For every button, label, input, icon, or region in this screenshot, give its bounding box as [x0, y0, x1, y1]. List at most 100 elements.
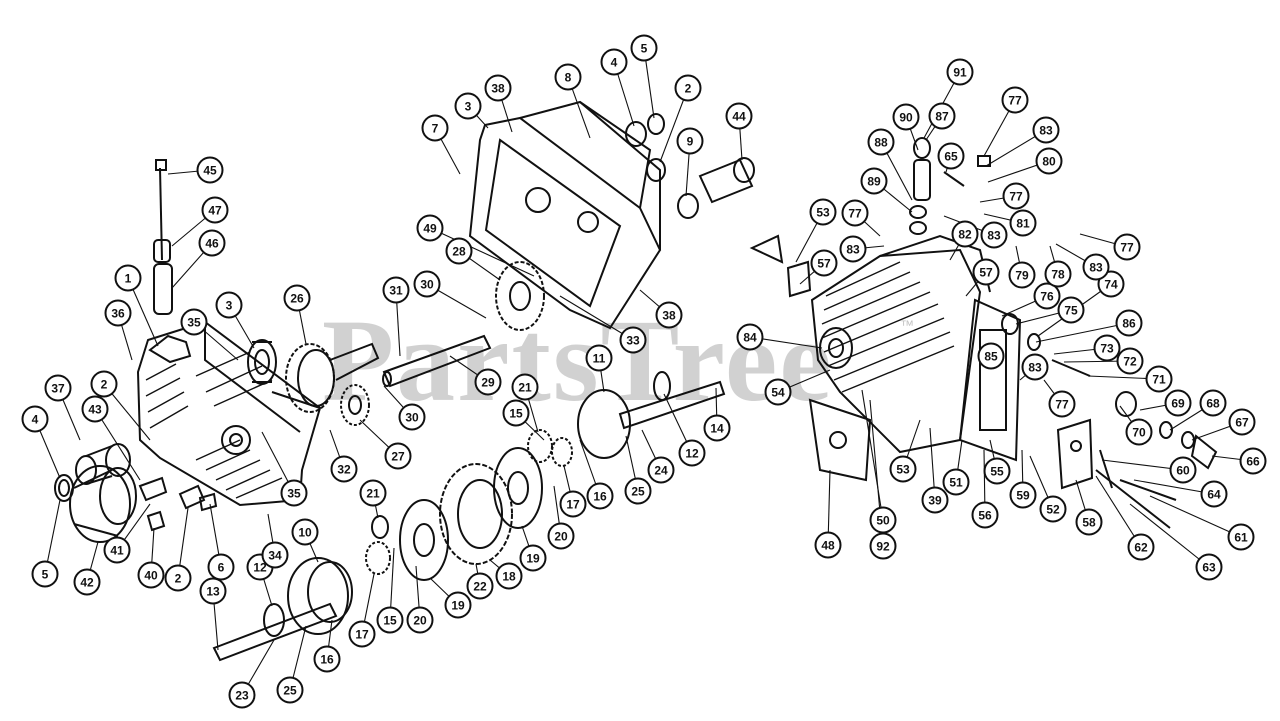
callout-part-71[interactable]: 71 [1145, 365, 1173, 393]
callout-part-1[interactable]: 1 [114, 264, 142, 292]
callout-part-16[interactable]: 16 [586, 482, 614, 510]
callout-part-90[interactable]: 90 [892, 103, 920, 131]
callout-part-3[interactable]: 3 [454, 92, 482, 120]
callout-part-52[interactable]: 52 [1039, 495, 1067, 523]
callout-part-18[interactable]: 18 [495, 562, 523, 590]
callout-part-60[interactable]: 60 [1169, 456, 1197, 484]
callout-part-69[interactable]: 69 [1164, 389, 1192, 417]
callout-part-45[interactable]: 45 [196, 156, 224, 184]
callout-part-83[interactable]: 83 [839, 235, 867, 263]
callout-part-57[interactable]: 57 [972, 258, 1000, 286]
callout-part-50[interactable]: 50 [869, 506, 897, 534]
callout-part-83[interactable]: 83 [1082, 253, 1110, 281]
callout-part-54[interactable]: 54 [764, 378, 792, 406]
callout-part-65[interactable]: 65 [937, 142, 965, 170]
callout-part-70[interactable]: 70 [1125, 418, 1153, 446]
callout-part-55[interactable]: 55 [983, 457, 1011, 485]
callout-part-43[interactable]: 43 [81, 395, 109, 423]
callout-part-47[interactable]: 47 [201, 196, 229, 224]
callout-part-19[interactable]: 19 [444, 591, 472, 619]
callout-part-32[interactable]: 32 [330, 455, 358, 483]
callout-part-86[interactable]: 86 [1115, 309, 1143, 337]
callout-part-39[interactable]: 39 [921, 486, 949, 514]
callout-part-41[interactable]: 41 [103, 536, 131, 564]
callout-part-53[interactable]: 53 [889, 455, 917, 483]
callout-part-73[interactable]: 73 [1093, 334, 1121, 362]
callout-part-83[interactable]: 83 [980, 221, 1008, 249]
callout-part-15[interactable]: 15 [376, 606, 404, 634]
callout-part-38[interactable]: 38 [484, 74, 512, 102]
callout-part-20[interactable]: 20 [406, 606, 434, 634]
callout-part-12[interactable]: 12 [678, 439, 706, 467]
callout-part-14[interactable]: 14 [703, 414, 731, 442]
callout-part-77[interactable]: 77 [1048, 390, 1076, 418]
callout-part-74[interactable]: 74 [1097, 270, 1125, 298]
callout-part-83[interactable]: 83 [1021, 353, 1049, 381]
callout-part-10[interactable]: 10 [291, 518, 319, 546]
callout-part-75[interactable]: 75 [1057, 296, 1085, 324]
callout-part-17[interactable]: 17 [348, 620, 376, 648]
callout-part-27[interactable]: 27 [384, 442, 412, 470]
callout-part-58[interactable]: 58 [1075, 508, 1103, 536]
callout-part-6[interactable]: 6 [207, 553, 235, 581]
callout-part-68[interactable]: 68 [1199, 389, 1227, 417]
callout-part-36[interactable]: 36 [104, 299, 132, 327]
callout-part-25[interactable]: 25 [624, 477, 652, 505]
callout-part-26[interactable]: 26 [283, 284, 311, 312]
callout-part-77[interactable]: 77 [1001, 86, 1029, 114]
callout-part-61[interactable]: 61 [1227, 523, 1255, 551]
callout-part-2[interactable]: 2 [90, 370, 118, 398]
callout-part-20[interactable]: 20 [547, 522, 575, 550]
callout-part-31[interactable]: 31 [382, 276, 410, 304]
callout-part-4[interactable]: 4 [21, 405, 49, 433]
callout-part-37[interactable]: 37 [44, 374, 72, 402]
callout-part-49[interactable]: 49 [416, 214, 444, 242]
callout-part-38[interactable]: 38 [655, 301, 683, 329]
callout-part-89[interactable]: 89 [860, 167, 888, 195]
callout-part-16[interactable]: 16 [313, 645, 341, 673]
callout-part-4[interactable]: 4 [600, 48, 628, 76]
callout-part-72[interactable]: 72 [1116, 347, 1144, 375]
callout-part-28[interactable]: 28 [445, 237, 473, 265]
callout-part-19[interactable]: 19 [519, 544, 547, 572]
callout-part-34[interactable]: 34 [261, 541, 289, 569]
callout-part-44[interactable]: 44 [725, 102, 753, 130]
callout-part-33[interactable]: 33 [619, 326, 647, 354]
callout-part-87[interactable]: 87 [928, 102, 956, 130]
callout-part-84[interactable]: 84 [736, 323, 764, 351]
callout-part-83[interactable]: 83 [1032, 116, 1060, 144]
callout-part-15[interactable]: 15 [502, 399, 530, 427]
callout-part-57[interactable]: 57 [810, 249, 838, 277]
callout-part-67[interactable]: 67 [1228, 408, 1256, 436]
callout-part-91[interactable]: 91 [946, 58, 974, 86]
callout-part-77[interactable]: 77 [1002, 182, 1030, 210]
callout-part-29[interactable]: 29 [474, 368, 502, 396]
callout-part-11[interactable]: 11 [585, 344, 613, 372]
callout-part-76[interactable]: 76 [1033, 282, 1061, 310]
callout-part-24[interactable]: 24 [647, 456, 675, 484]
callout-part-85[interactable]: 85 [977, 342, 1005, 370]
callout-part-88[interactable]: 88 [867, 128, 895, 156]
callout-part-35[interactable]: 35 [180, 308, 208, 336]
callout-part-22[interactable]: 22 [466, 572, 494, 600]
callout-part-59[interactable]: 59 [1009, 481, 1037, 509]
callout-part-9[interactable]: 9 [676, 127, 704, 155]
callout-part-5[interactable]: 5 [31, 560, 59, 588]
callout-part-82[interactable]: 82 [951, 220, 979, 248]
callout-part-35[interactable]: 35 [280, 479, 308, 507]
callout-part-25[interactable]: 25 [276, 676, 304, 704]
callout-part-13[interactable]: 13 [199, 577, 227, 605]
callout-part-3[interactable]: 3 [215, 291, 243, 319]
callout-part-56[interactable]: 56 [971, 501, 999, 529]
callout-part-92[interactable]: 92 [869, 532, 897, 560]
callout-part-17[interactable]: 17 [559, 490, 587, 518]
callout-part-77[interactable]: 77 [1113, 233, 1141, 261]
callout-part-30[interactable]: 30 [413, 270, 441, 298]
callout-part-23[interactable]: 23 [228, 681, 256, 709]
callout-part-7[interactable]: 7 [421, 114, 449, 142]
callout-part-5[interactable]: 5 [630, 34, 658, 62]
callout-part-46[interactable]: 46 [198, 229, 226, 257]
callout-part-2[interactable]: 2 [674, 74, 702, 102]
callout-part-8[interactable]: 8 [554, 63, 582, 91]
callout-part-21[interactable]: 21 [511, 373, 539, 401]
